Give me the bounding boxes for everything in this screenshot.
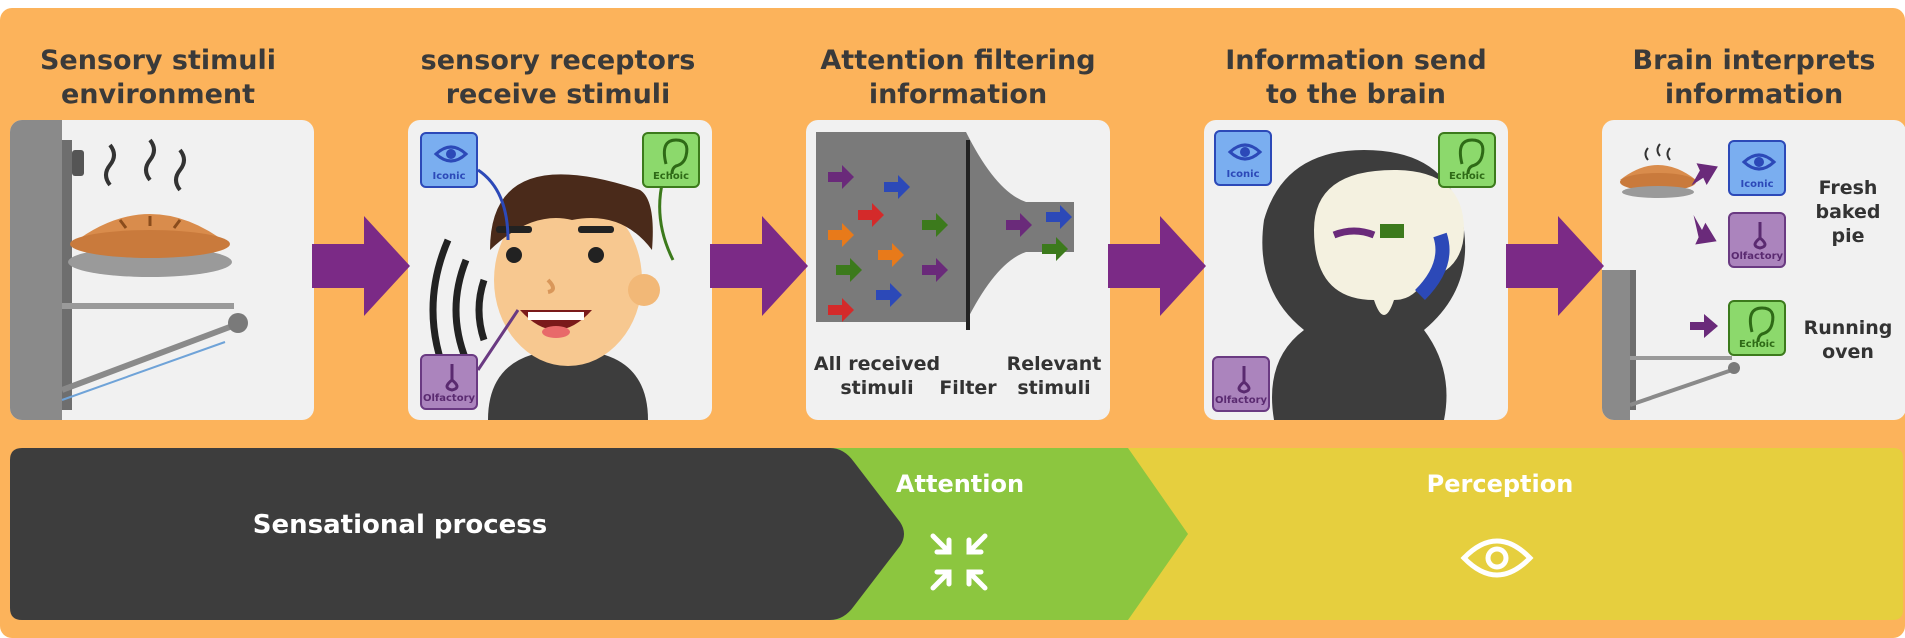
nose-icon xyxy=(1237,366,1251,394)
perception-band xyxy=(1100,448,1903,620)
ear-icon xyxy=(662,138,689,174)
compress-icon xyxy=(930,533,988,591)
iconic-badge: Iconic xyxy=(420,132,478,188)
right-arrow-icon xyxy=(312,216,410,316)
panel-attention-filter: All received stimuli Filter Relevant sti… xyxy=(806,120,1110,420)
brain-iconic-badge: Iconic xyxy=(1214,130,1272,186)
brain-iconic-label: Iconic xyxy=(1226,169,1260,180)
attention-band xyxy=(820,448,1188,620)
interpretation-illustration xyxy=(1602,143,1740,420)
stage-title-interpretation: Brain interprets information xyxy=(1632,45,1876,110)
right-arrow-icon xyxy=(1506,216,1604,316)
sensation-band xyxy=(10,448,904,620)
echoic-badge: Echoic xyxy=(642,132,700,188)
nose-icon xyxy=(445,364,459,392)
nose-icon xyxy=(1753,222,1767,250)
eye-icon xyxy=(1741,153,1777,171)
panel-receptors: Iconic Echoic Olfactory xyxy=(408,120,712,420)
brain-echoic-label: Echoic xyxy=(1448,171,1486,182)
ear-icon xyxy=(1748,306,1775,342)
interp-echoic-badge: Echoic xyxy=(1728,300,1786,356)
person-receiving-stimuli xyxy=(429,168,675,420)
panel-brain: Iconic Echoic Olfactory xyxy=(1204,120,1508,420)
eye-outline-icon xyxy=(1460,538,1534,578)
filter-label: Filter xyxy=(939,377,997,399)
all-received-stimuli-label: All received stimuli xyxy=(813,353,941,399)
brain-olfactory-label: Olfactory xyxy=(1214,395,1268,406)
panel-environment xyxy=(10,120,314,420)
perception-label: Perception xyxy=(1426,470,1574,498)
interp-olfactory-badge: Olfactory xyxy=(1728,212,1786,268)
sensation-label: Sensational process xyxy=(252,510,548,540)
running-oven-label: Running oven xyxy=(1803,317,1893,363)
diagram-frame: Sensory stimuli environment sensory rece… xyxy=(0,8,1905,638)
attention-label: Attention xyxy=(895,470,1025,498)
ear-icon xyxy=(1458,138,1485,174)
panel-interpretation: Iconic Olfactory Echoic Fresh baked pie … xyxy=(1602,120,1905,420)
interp-olfactory-label: Olfactory xyxy=(1730,251,1784,262)
stage-title-environment: Sensory stimuli environment xyxy=(39,45,276,110)
stimulus-arrows xyxy=(828,165,1072,322)
iconic-label: Iconic xyxy=(432,171,466,182)
relevant-stimuli-label: Relevant stimuli xyxy=(1006,353,1102,399)
olfactory-label: Olfactory xyxy=(422,393,476,404)
brain-echoic-badge: Echoic xyxy=(1438,132,1496,188)
right-arrow-icon xyxy=(1108,216,1206,316)
head-brain-illustration xyxy=(1262,150,1466,420)
brain-olfactory-badge: Olfactory xyxy=(1212,356,1270,412)
interp-iconic-badge: Iconic xyxy=(1728,140,1786,196)
eye-icon xyxy=(1227,143,1263,161)
eye-icon xyxy=(433,145,469,163)
oven-pie-illustration xyxy=(10,120,248,420)
process-bands xyxy=(10,448,1903,620)
olfactory-badge: Olfactory xyxy=(420,354,478,410)
right-arrow-icon xyxy=(710,216,808,316)
stage-title-brain: Information send to the brain xyxy=(1225,45,1487,110)
attention-funnel-illustration xyxy=(816,132,1074,330)
interp-iconic-label: Iconic xyxy=(1740,179,1774,190)
interp-echoic-label: Echoic xyxy=(1738,339,1776,350)
echoic-label: Echoic xyxy=(652,171,690,182)
fresh-baked-pie-label: Fresh baked pie xyxy=(1815,177,1881,247)
stage-title-receptors: sensory receptors receive stimuli xyxy=(420,45,696,110)
stage-title-attention: Attention filtering information xyxy=(820,45,1096,110)
